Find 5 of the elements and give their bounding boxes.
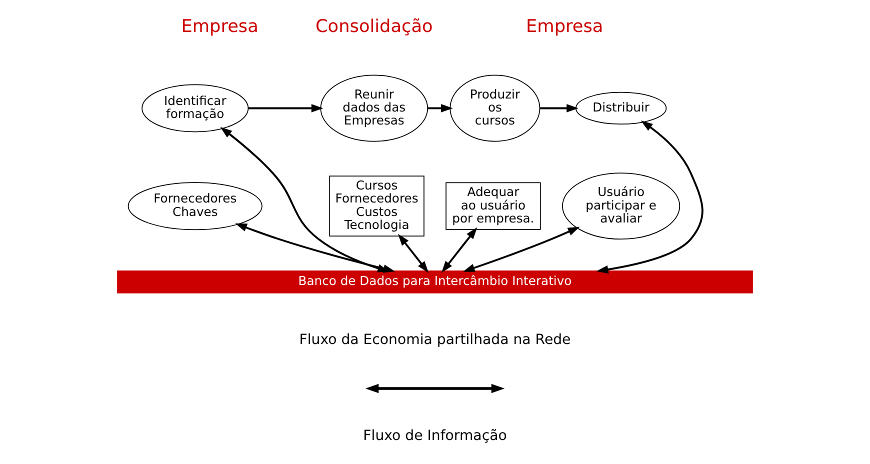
label: Empresa — [181, 16, 258, 37]
label: Consolidação — [316, 16, 433, 37]
label: Empresa — [526, 16, 604, 37]
label: Fluxo de Informação — [363, 428, 507, 444]
label: Fluxo da Economia partilhada na Rede — [299, 332, 571, 348]
